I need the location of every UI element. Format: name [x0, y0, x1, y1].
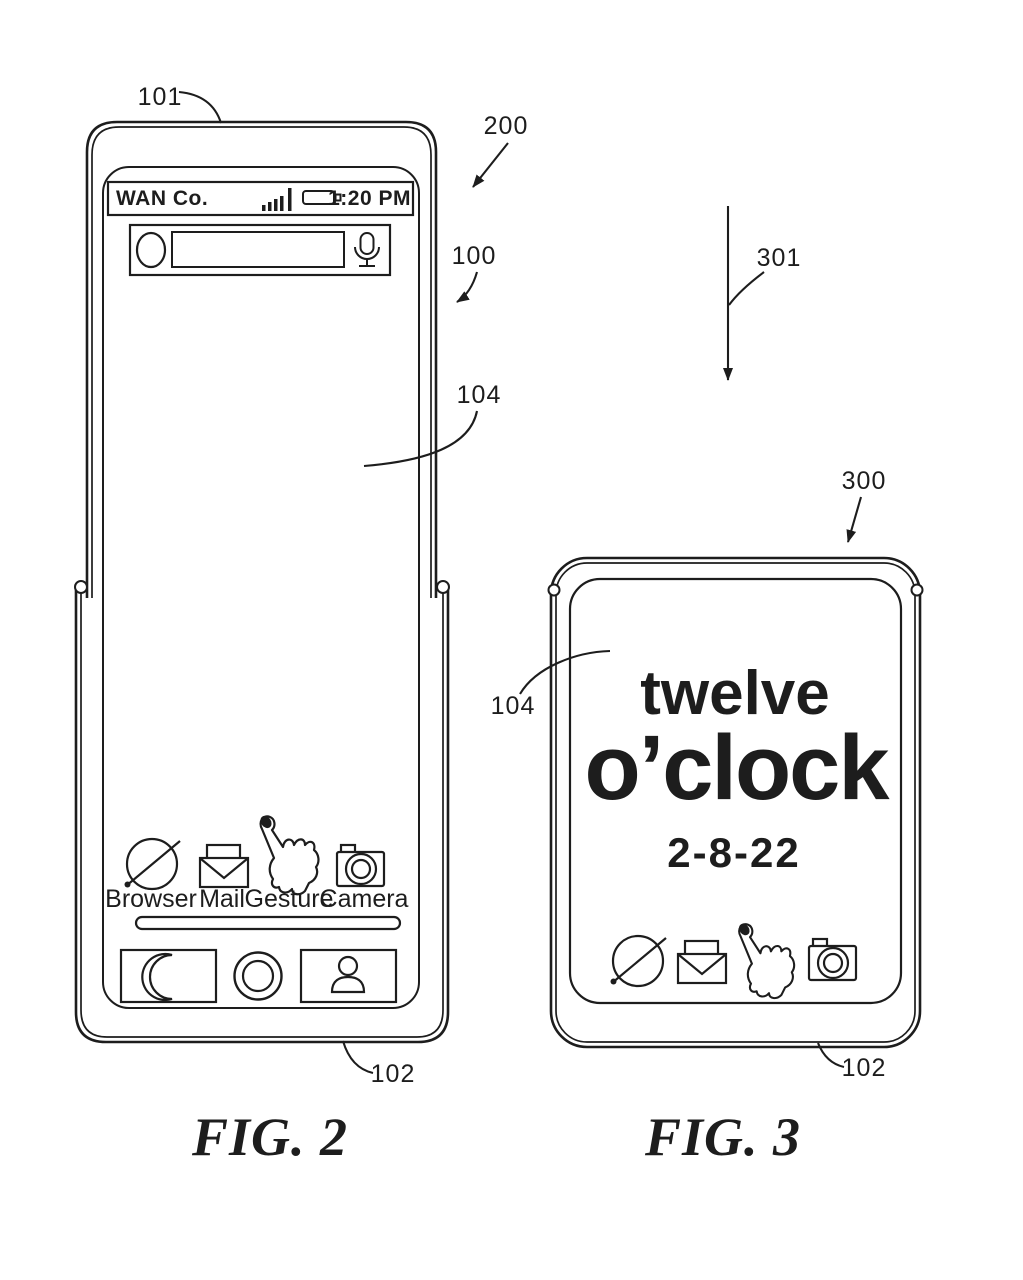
app-label-gesture: Gesture [244, 885, 334, 913]
logo-circle-icon [135, 231, 167, 269]
ref-104-fig2: 104 [456, 381, 502, 409]
leader-101 [178, 90, 222, 124]
clock-time: 1:20 PM [328, 187, 411, 210]
leader-104-fig2 [363, 410, 479, 468]
leader-102-fig2 [341, 1040, 374, 1075]
fig2-housing-outline [74, 580, 450, 1044]
reference-leaders [178, 90, 863, 1075]
ref-102-fig3: 102 [841, 1054, 887, 1082]
leader-301 [728, 271, 765, 306]
housing-rail-cap-left [74, 580, 88, 594]
fig3-folded-outline [547, 556, 924, 1049]
pointing-hand-icon [257, 812, 320, 896]
leader-104-fig3 [519, 649, 611, 695]
dock-phone-button [119, 948, 218, 1004]
fig2-device [74, 120, 450, 1044]
dock-divider-bar [134, 915, 402, 931]
globe-icon [123, 837, 182, 891]
home-button-icon [233, 951, 283, 1001]
signal-bars-icon [262, 188, 292, 211]
leader-102-fig3 [817, 1042, 845, 1069]
fig3-caption: FIG. 3 [644, 1107, 802, 1167]
envelope-icon [198, 843, 250, 889]
fig2-panel-outline [85, 120, 438, 598]
app-label-mail: Mail [199, 885, 245, 913]
fig2-dock [119, 948, 398, 1004]
person-icon [330, 955, 366, 994]
fig2-search-bar [128, 223, 392, 277]
fig2-screen-border [102, 166, 420, 1009]
app-label-browser: Browser [105, 885, 197, 913]
ref-301: 301 [756, 244, 802, 272]
fold-hinge-cap-left [547, 583, 561, 597]
arrow-200 [472, 142, 509, 188]
clock-oclock-word: o’clock [584, 717, 889, 819]
ref-100: 100 [451, 242, 497, 270]
arrow-100 [456, 271, 479, 303]
housing-rail-cap-right [436, 580, 450, 594]
clock-hour-word: twelve [640, 659, 830, 728]
phone-handset-icon [141, 952, 173, 1002]
ref-104-fig3: 104 [490, 692, 536, 720]
fold-hinge-cap-right [910, 583, 924, 597]
dock-contacts-button [299, 948, 398, 1004]
ref-300: 300 [841, 467, 887, 495]
ref-102-fig2: 102 [370, 1060, 416, 1088]
battery-icon [302, 190, 342, 205]
camera-icon [335, 843, 386, 888]
ref-101: 101 [137, 83, 183, 111]
fig3-device [547, 556, 924, 1049]
ref-200: 200 [483, 112, 529, 140]
fig2-status-bar [106, 180, 415, 217]
clock-date: 2-8-22 [667, 829, 801, 876]
search-input-box [171, 231, 345, 268]
carrier-label: WAN Co. [116, 187, 209, 210]
arrow-300 [846, 496, 863, 543]
fig3-screen-border [568, 577, 903, 1005]
microphone-icon [354, 232, 380, 267]
camera-icon [807, 937, 858, 982]
fig2-caption: FIG. 2 [191, 1107, 349, 1167]
app-label-camera: Camera [319, 885, 409, 913]
